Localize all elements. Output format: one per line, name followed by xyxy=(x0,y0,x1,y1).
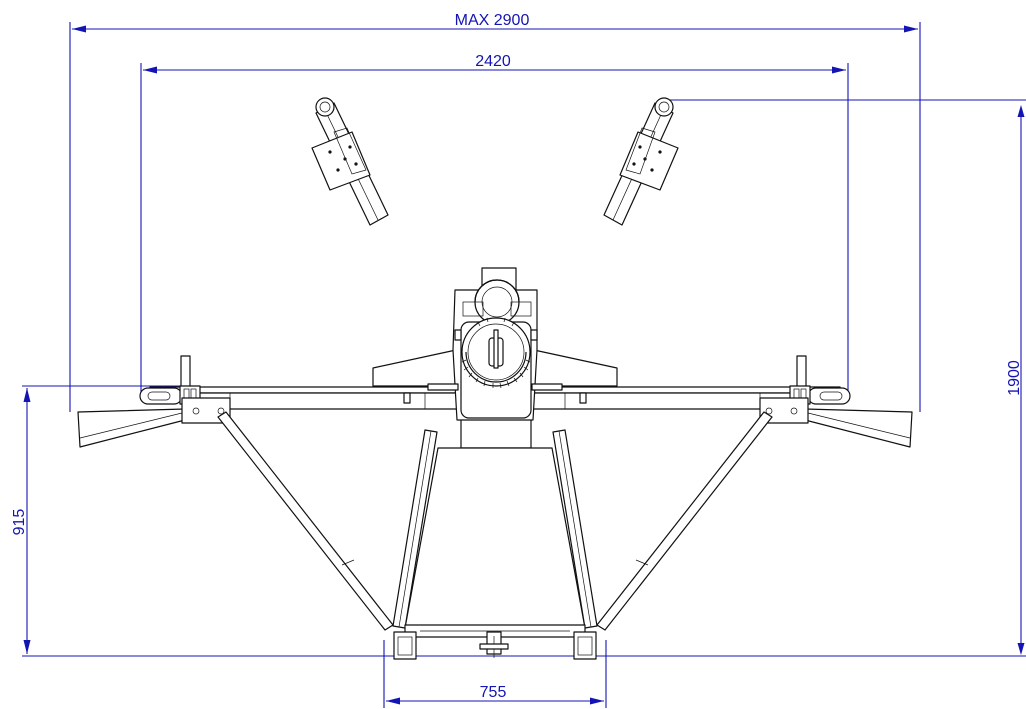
dim-total-height: 1900 xyxy=(665,99,1026,655)
dial-ticks xyxy=(461,317,531,389)
center-stand xyxy=(392,417,598,629)
right-table-wing xyxy=(759,397,913,448)
dim-frame-width: 2420 xyxy=(140,53,849,392)
dim-base-width: 755 xyxy=(383,640,607,708)
left-table-wing xyxy=(77,397,231,448)
left-end-roller xyxy=(139,355,201,405)
control-dial xyxy=(461,317,531,389)
right-end-roller xyxy=(789,355,851,405)
left-folded-roller xyxy=(311,97,389,226)
dim-total-height-label: 1900 xyxy=(1006,360,1023,396)
dim-max-width: MAX 2900 xyxy=(69,12,921,412)
dimension-layer: MAX 2900 2420 1900 915 xyxy=(11,12,1026,708)
diagonal-struts xyxy=(217,411,773,631)
dim-max-width-label: MAX 2900 xyxy=(455,12,530,29)
dim-base-width-label: 755 xyxy=(480,684,507,701)
dim-frame-width-label: 2420 xyxy=(475,53,511,70)
machine-outline xyxy=(77,97,913,660)
base-frame xyxy=(393,624,597,660)
dim-table-height: 915 xyxy=(11,385,1026,657)
beam-clamps xyxy=(403,383,587,404)
dim-table-height-label: 915 xyxy=(11,509,28,536)
right-folded-roller xyxy=(603,97,679,226)
